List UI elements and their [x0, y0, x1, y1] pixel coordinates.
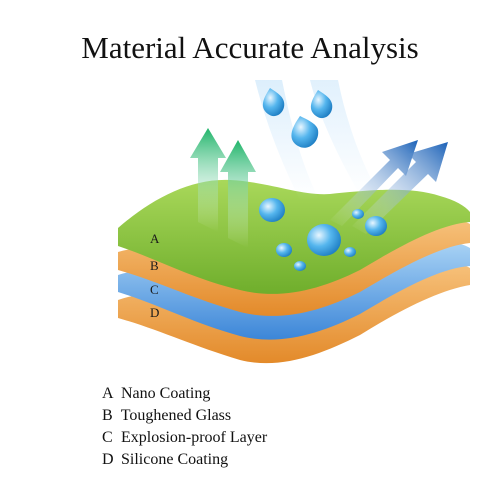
water-drop-icon — [294, 261, 306, 271]
legend-key: D — [102, 451, 114, 468]
legend-item: A Nano Coating — [102, 383, 432, 405]
layer-letter-d: D — [150, 305, 159, 320]
legend-label: Silicone Coating — [121, 451, 229, 468]
diagonal-arrow-icon — [330, 140, 418, 226]
water-drop-icon — [352, 209, 364, 219]
legend-item: B Toughened Glass — [102, 405, 432, 427]
legend-label: Toughened Glass — [120, 407, 232, 424]
layer-letter-c: C — [150, 282, 159, 297]
water-drop-icon — [259, 198, 285, 222]
water-drop-icon — [365, 216, 387, 236]
up-arrow-icon — [220, 140, 256, 248]
legend-item: C Explosion-proof Layer — [102, 427, 432, 449]
water-drop-icon — [291, 116, 319, 148]
legend-key: C — [102, 429, 113, 446]
layer-letter-b: B — [150, 258, 159, 273]
layer-legend: A Nano Coating B Toughened Glass C Explo… — [102, 383, 432, 471]
water-drop-icon — [344, 247, 356, 257]
legend-key: A — [102, 385, 114, 402]
up-arrow-icon — [190, 128, 226, 232]
legend-key: B — [102, 407, 113, 424]
legend-item: D Silicone Coating — [102, 449, 432, 471]
legend-label: Explosion-proof Layer — [121, 429, 268, 446]
water-drop-icon — [276, 243, 292, 257]
water-drop-icon — [310, 90, 333, 119]
diagonal-arrow-icon — [352, 142, 448, 234]
page-title: Material Accurate Analysis — [81, 30, 419, 65]
water-drop-icon — [262, 88, 285, 117]
water-drop-icon — [307, 224, 341, 256]
legend-label: Nano Coating — [121, 385, 211, 402]
layer-letter-a: A — [150, 231, 160, 246]
